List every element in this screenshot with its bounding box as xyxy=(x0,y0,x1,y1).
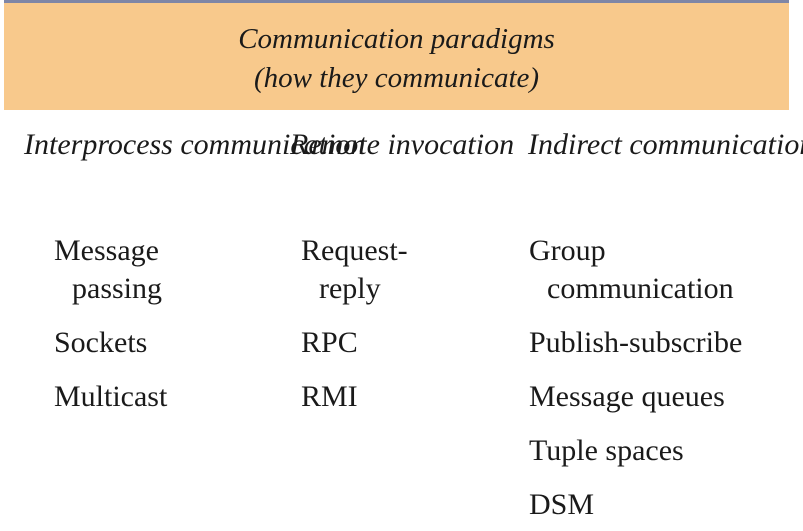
list-item: DSM xyxy=(529,488,595,521)
list-item: Sockets xyxy=(54,326,148,359)
column-heading-interprocess: Interprocess communication xyxy=(24,128,366,161)
list-item: Request- reply xyxy=(301,234,408,305)
list-item: Multicast xyxy=(54,380,168,413)
header-subtitle: (how they communicate) xyxy=(253,62,540,94)
top-rule xyxy=(4,0,789,3)
column-heading-indirect: Indirect communication xyxy=(528,128,803,161)
list-item: Tuple spaces xyxy=(529,434,684,467)
list-item: Group communication xyxy=(529,234,734,305)
list-item: RMI xyxy=(301,380,358,413)
list-item: RPC xyxy=(301,326,358,359)
header-title: Communication paradigms xyxy=(238,23,555,55)
list-item: Publish-subscribe xyxy=(529,326,743,359)
list-item: Message passing xyxy=(54,234,162,305)
list-item: Message queues xyxy=(529,380,725,413)
paradigms-header: Communication paradigms (how they commun… xyxy=(4,3,789,110)
column-heading-remote: Remote invocation xyxy=(290,128,515,161)
